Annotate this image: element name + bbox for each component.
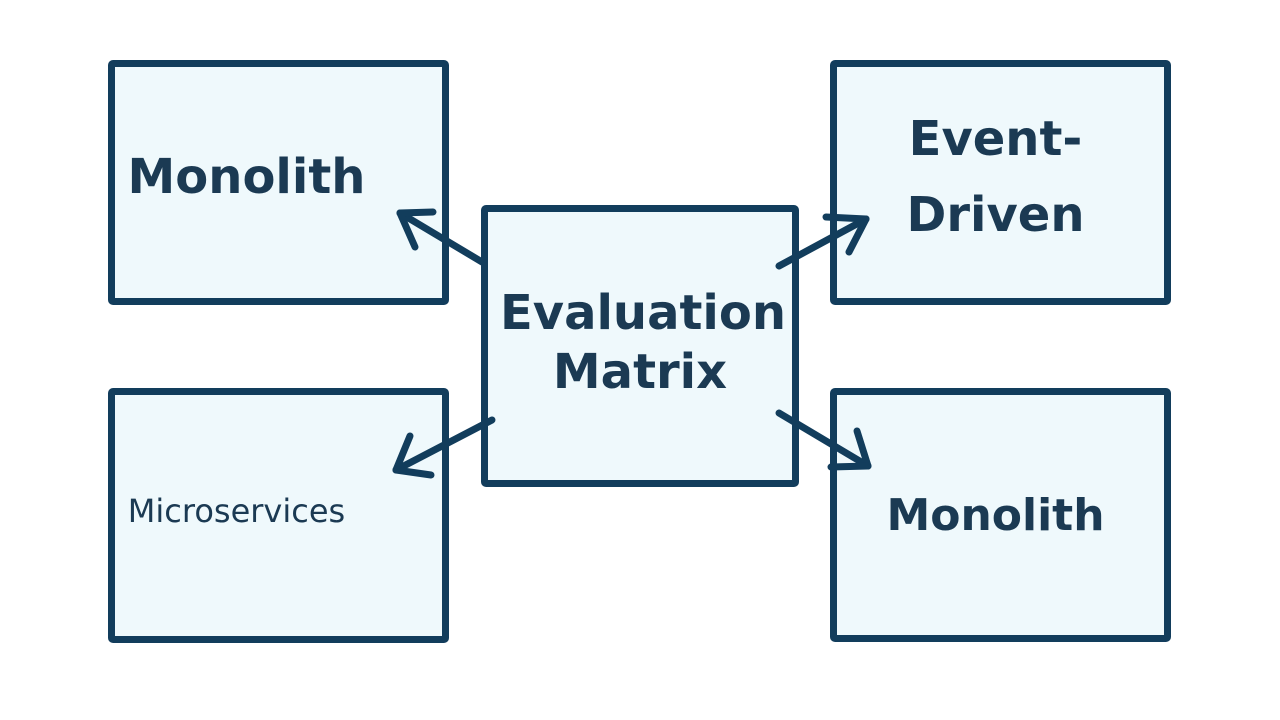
node-label: Monolith <box>886 490 1105 542</box>
node-monolith-top-left[interactable]: Monolith <box>108 60 449 305</box>
node-evaluation-matrix[interactable]: Evaluation Matrix <box>481 205 799 487</box>
node-event-driven[interactable]: Event-Driven <box>830 60 1171 305</box>
center-label: Evaluation Matrix <box>500 285 787 400</box>
node-label: Monolith <box>127 148 366 205</box>
node-label: Microservices <box>127 492 346 531</box>
node-microservices[interactable]: Microservices <box>108 388 449 643</box>
node-label: Event-Driven <box>906 110 1085 243</box>
node-monolith-bottom-right[interactable]: Monolith <box>830 388 1171 642</box>
